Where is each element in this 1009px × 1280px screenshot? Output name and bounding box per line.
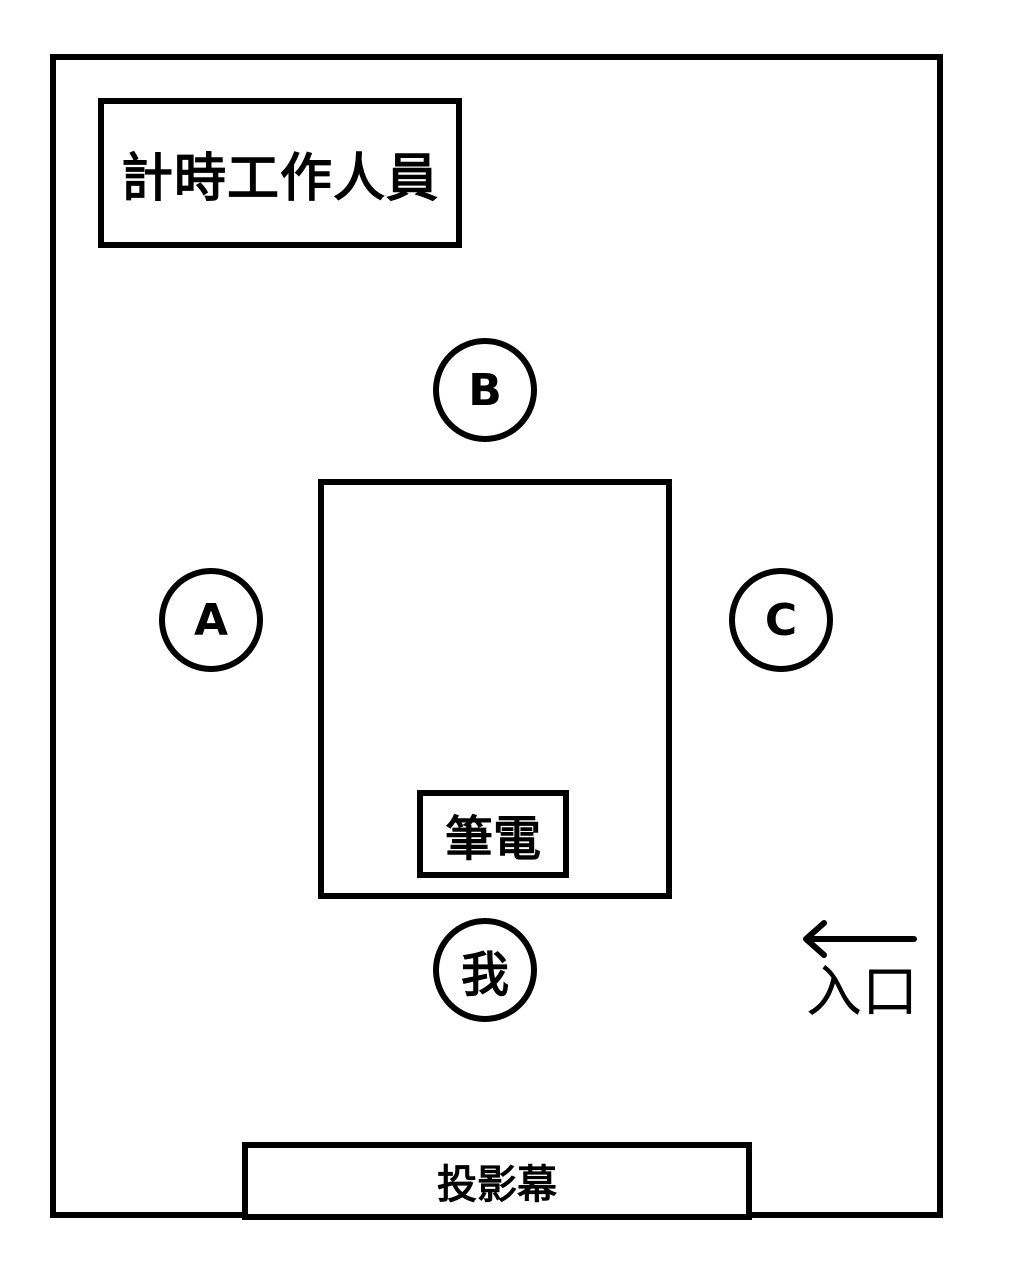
screen-label: 投影幕 bbox=[437, 1162, 557, 1208]
seat-c: C bbox=[729, 568, 833, 672]
staff-box: 計時工作人員 bbox=[98, 98, 462, 248]
seat-me-label: 我 bbox=[460, 947, 509, 1003]
seat-a-label: A bbox=[193, 594, 229, 646]
entrance-label: 入口 bbox=[806, 960, 918, 1025]
seat-me: 我 bbox=[433, 918, 537, 1022]
projection-screen: 投影幕 bbox=[242, 1142, 752, 1220]
seat-c-label: C bbox=[764, 594, 798, 646]
arrow-left-icon bbox=[803, 920, 917, 958]
seat-a: A bbox=[159, 568, 263, 672]
entrance-marker: 入口 bbox=[798, 915, 928, 1030]
staff-label: 計時工作人員 bbox=[120, 148, 439, 209]
laptop-box: 筆電 bbox=[417, 790, 569, 878]
laptop-label: 筆電 bbox=[444, 811, 541, 867]
seat-b: B bbox=[433, 338, 537, 442]
seat-b-label: B bbox=[468, 364, 502, 416]
